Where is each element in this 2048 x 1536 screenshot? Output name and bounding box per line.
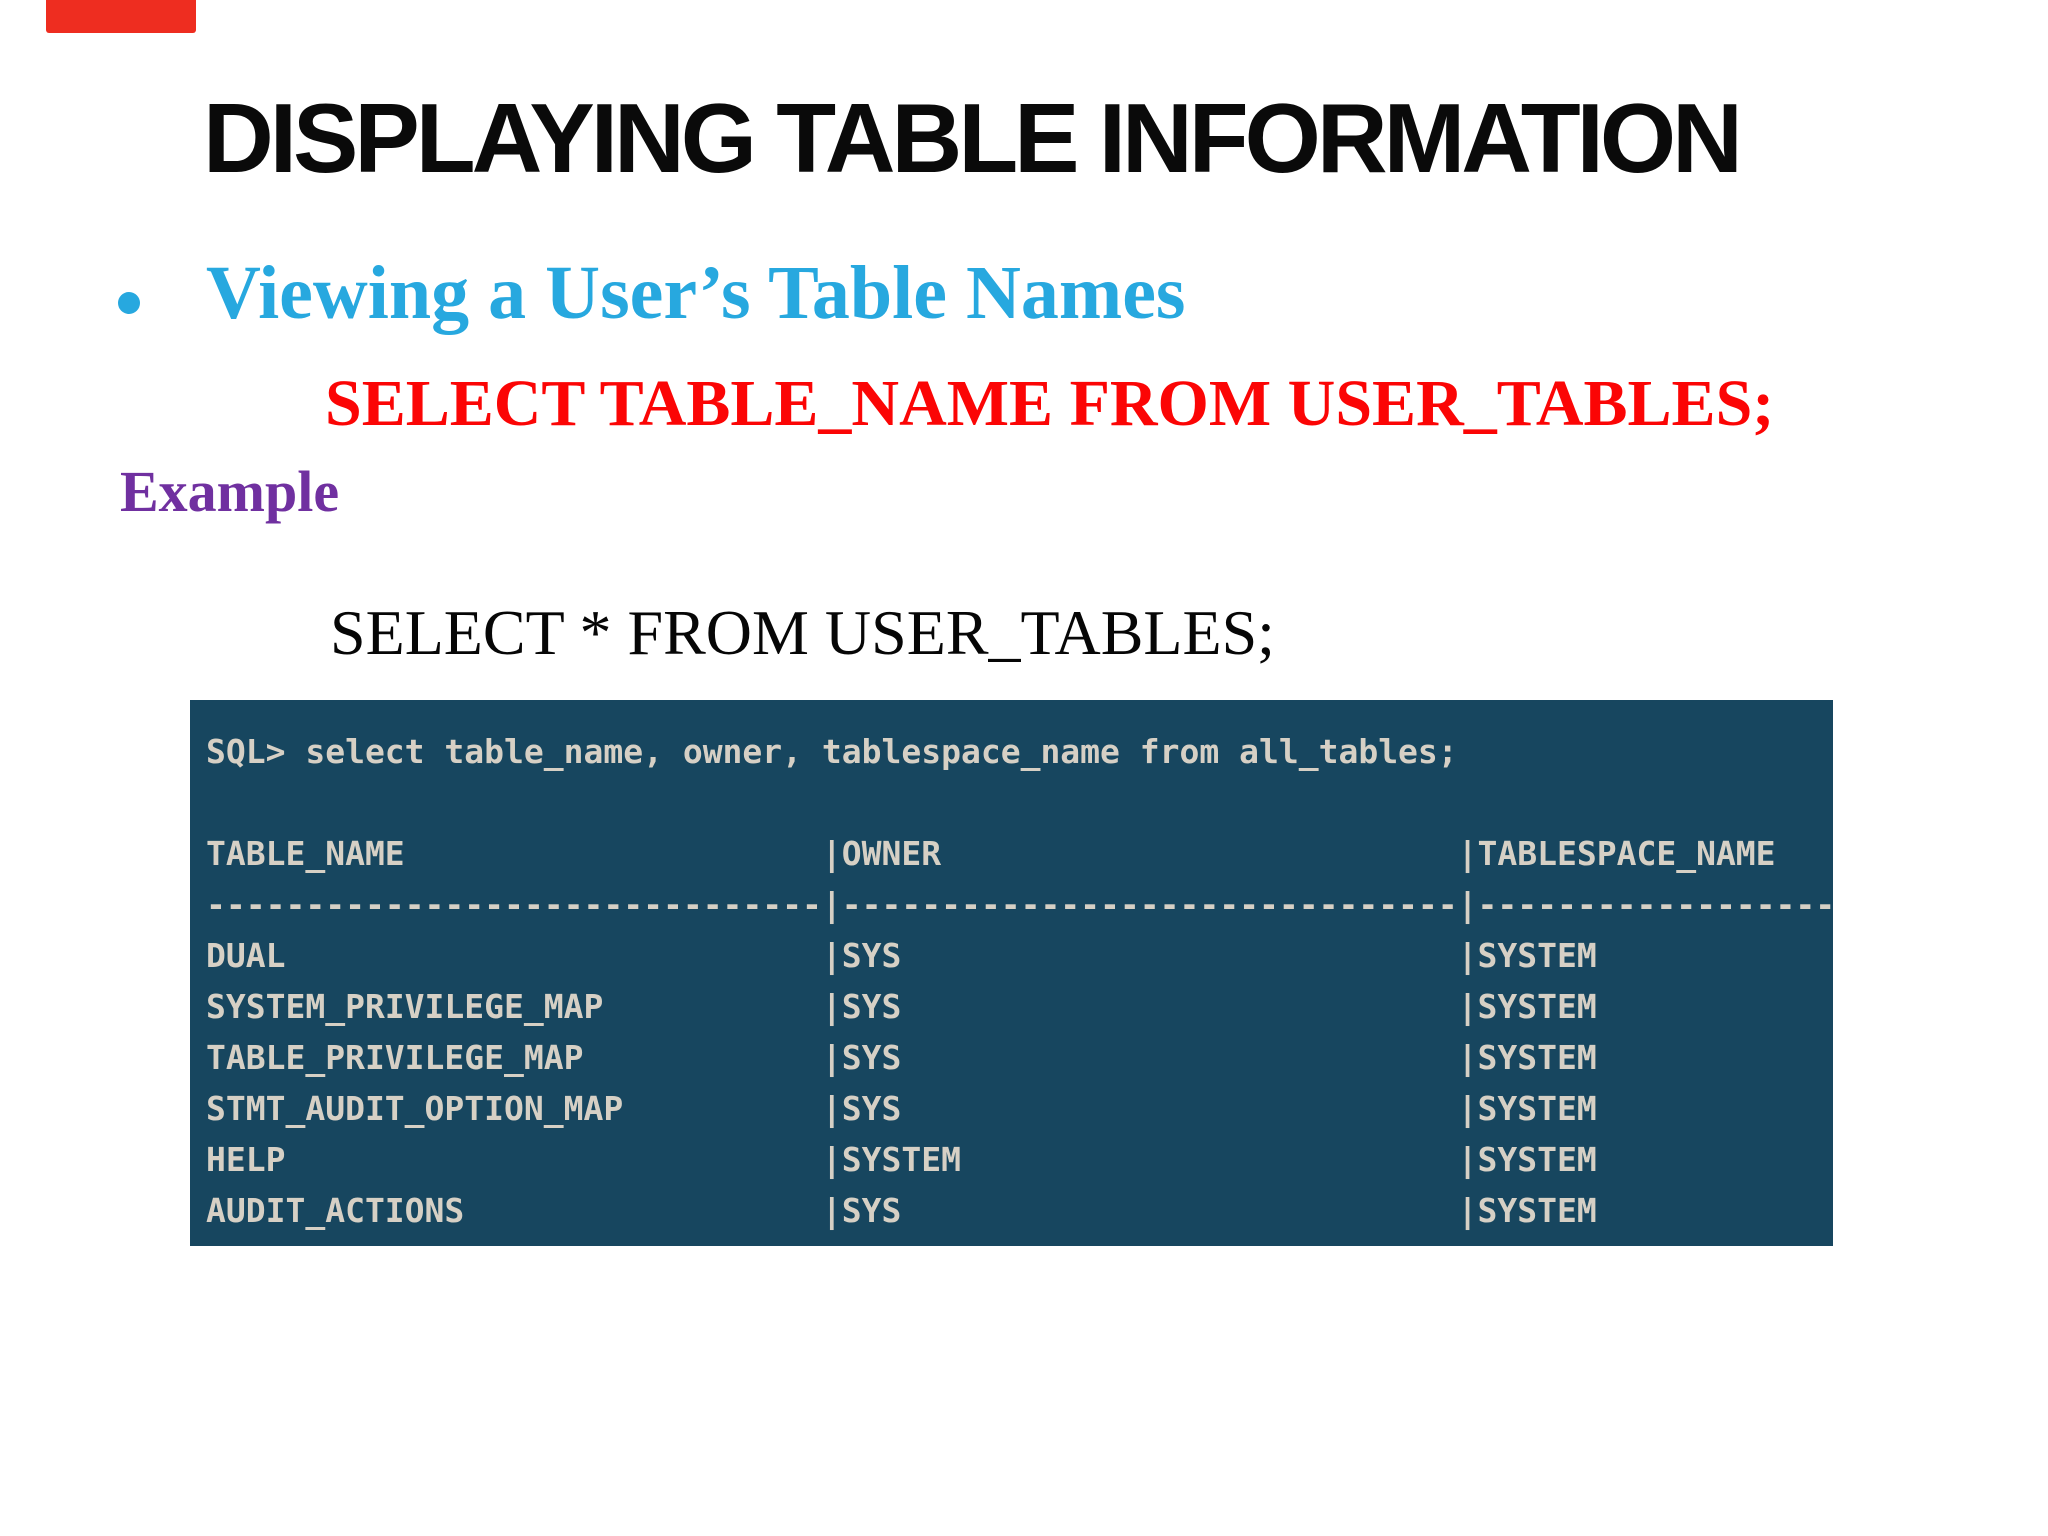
terminal-data-row: HELP |SYSTEM |SYSTEM <box>206 1140 1597 1179</box>
terminal-data-row: AUDIT_ACTIONS |SYS |SYSTEM <box>206 1191 1597 1230</box>
slide-title: DISPLAYING TABLE INFORMATION <box>203 83 1743 193</box>
terminal-separator-row: -------------------------------|--------… <box>206 885 1833 924</box>
sql-statement-user-tables: SELECT TABLE_NAME FROM USER_TABLES; <box>325 367 1775 440</box>
terminal-header-row: TABLE_NAME |OWNER |TABLESPACE_NAME <box>206 834 1776 873</box>
bullet-heading: Viewing a User’s Table Names <box>206 251 1186 335</box>
terminal-data-row: STMT_AUDIT_OPTION_MAP |SYS |SYSTEM <box>206 1089 1597 1128</box>
terminal-data-row: TABLE_PRIVILEGE_MAP |SYS |SYSTEM <box>206 1038 1597 1077</box>
example-sql-statement: SELECT * FROM USER_TABLES; <box>330 597 1275 668</box>
terminal-data-row: SYSTEM_PRIVILEGE_MAP |SYS |SYSTEM <box>206 987 1597 1026</box>
terminal-data-row: DUAL |SYS |SYSTEM <box>206 936 1597 975</box>
terminal-blank-line <box>206 777 1833 828</box>
sqlplus-terminal-screenshot: SQL> select table_name, owner, tablespac… <box>190 700 1833 1246</box>
terminal-command-line: SQL> select table_name, owner, tablespac… <box>206 732 1458 771</box>
bullet-row: Viewing a User’s Table Names <box>118 251 1186 336</box>
recording-indicator <box>46 0 196 33</box>
bullet-dot-icon <box>118 292 140 314</box>
example-label: Example <box>120 459 340 524</box>
